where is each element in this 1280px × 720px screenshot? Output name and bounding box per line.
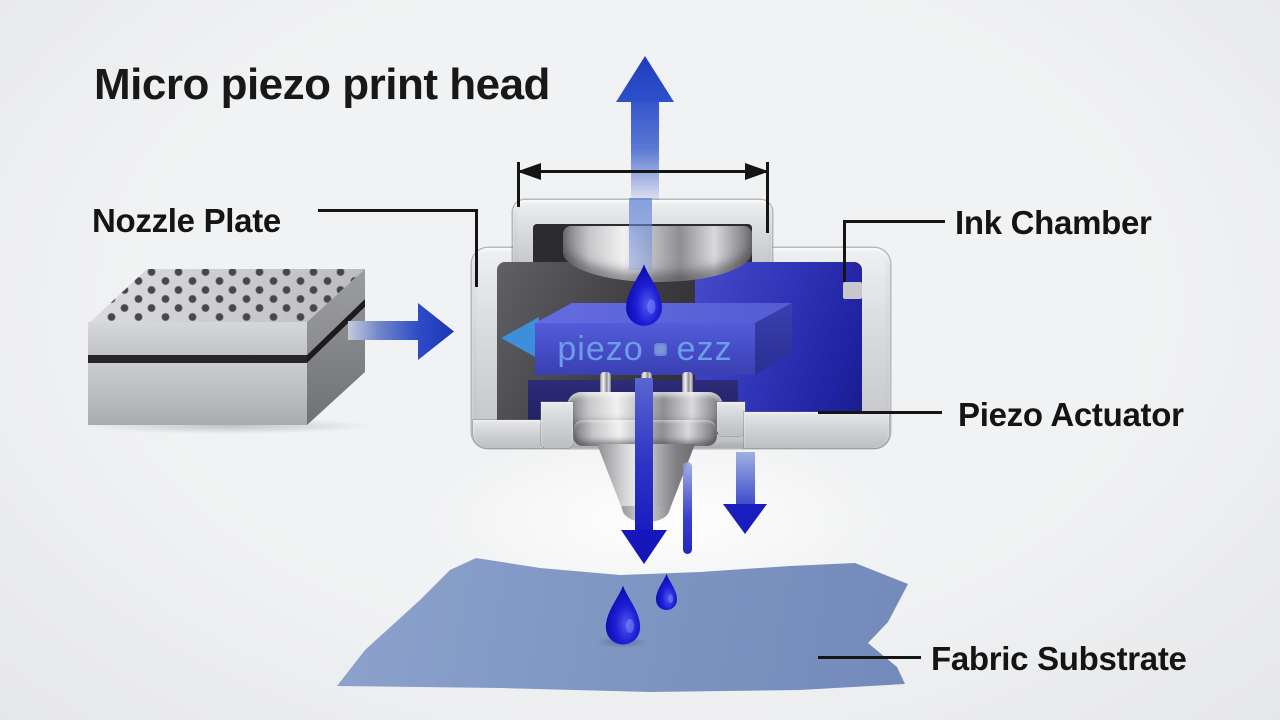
housing-bottom-left-band: [473, 420, 543, 448]
housing-bottom-right-band: [744, 412, 889, 448]
nozzle-plate-lower-front: [88, 363, 307, 425]
inflow-band: [629, 198, 652, 270]
actuator-pin-icon: [682, 372, 693, 402]
leader-line: [475, 209, 478, 287]
callout-label: Piezo Actuator: [958, 396, 1184, 433]
metal-cylinder: [563, 226, 752, 282]
leader-line: [843, 220, 945, 223]
piezo-actuator-top-face: [535, 303, 792, 323]
callout-label: Ink Chamber: [955, 204, 1152, 241]
dimension-tick-right: [766, 162, 769, 233]
dimension-tick-left: [517, 162, 520, 207]
piezo-brand-text-right: ezz: [676, 329, 733, 368]
leader-line: [318, 209, 478, 212]
chamber-notch: [843, 282, 862, 299]
nozzle-plate-gap-front: [88, 355, 307, 363]
piezo-actuator-front-face: piezo ezz: [535, 323, 755, 375]
leader-line: [843, 220, 846, 282]
chamber-ink-droplet-icon: [621, 262, 667, 328]
nozzle-plate-front-face: [88, 322, 307, 355]
leader-line: [818, 656, 921, 659]
falling-ink-droplet-small-icon: [653, 572, 680, 612]
falling-ink-droplet-large-icon: [601, 584, 645, 646]
piezo-brand-text-left: piezo: [557, 329, 644, 368]
callout-label: Nozzle Plate: [92, 202, 281, 239]
housing-bottom-right-step: [717, 402, 745, 436]
page-title: Micro piezo print head: [94, 60, 550, 109]
actuator-pin-icon: [600, 372, 611, 402]
housing-bottom-left-step: [541, 402, 573, 448]
piezo-brand-dot-icon: [653, 342, 667, 356]
jet-streak-icon: [683, 462, 692, 554]
leader-line: [818, 411, 942, 414]
callout-label: Fabric Substrate: [931, 640, 1187, 677]
